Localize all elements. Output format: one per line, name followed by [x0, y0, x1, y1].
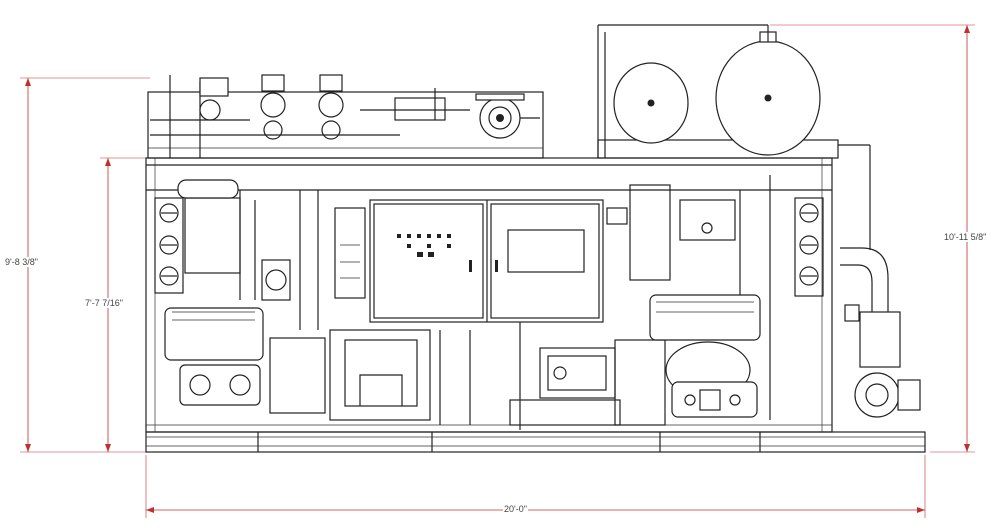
tank-height-label: 10'-11 5/8": [943, 232, 988, 242]
overall-height-label: 9'-8 3/8": [4, 257, 39, 267]
left-equipment: [164, 179, 471, 425]
control-panel: [334, 199, 628, 323]
receiver-tanks: [597, 24, 871, 250]
length-label: 20'-0": [503, 504, 528, 514]
top-piping: [147, 74, 544, 159]
main-frame: [145, 157, 833, 433]
right-gauge-panel: [794, 197, 824, 297]
right-equipment: [509, 175, 921, 430]
base-skid: [145, 431, 926, 453]
left-gauge-panel: [154, 197, 184, 294]
frame-height-label: 7'-7 7/16": [84, 298, 124, 308]
